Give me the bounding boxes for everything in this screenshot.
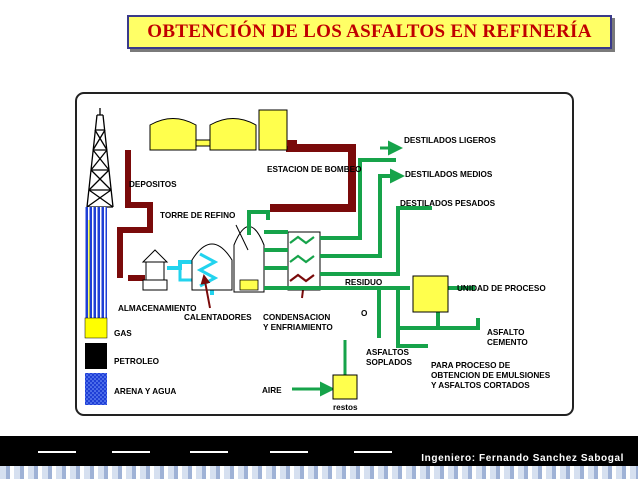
pump-pipe (270, 144, 356, 212)
footer-pattern-strip (0, 466, 638, 479)
label-condensacion-2: Y ENFRIAMIENTO (263, 323, 333, 332)
label-soplados-2: SOPLADOS (366, 358, 412, 367)
gas-layer (84, 317, 108, 339)
label-residuo: RESIDUO (345, 278, 383, 287)
well-striped-column (85, 207, 107, 318)
arena-agua-layer (85, 373, 107, 405)
label-torre-refino: TORRE DE REFINO (160, 211, 236, 220)
label-soplados-1: ASFALTOS (366, 348, 409, 357)
unidad-proceso-box (412, 275, 449, 313)
label-o: O (361, 309, 368, 318)
storage-tanks (149, 109, 297, 151)
label-restos: restos (333, 403, 358, 412)
label-almacenamiento: ALMACENAMIENTO (118, 304, 197, 313)
almacenamiento-tank (141, 249, 169, 291)
crude-pipe (117, 150, 153, 278)
road-dash (112, 451, 150, 453)
label-unidad-proceso: UNIDAD DE PROCESO (457, 284, 546, 293)
label-emulsiones-3: Y ASFALTOS CORTADOS (431, 381, 530, 390)
label-arena-agua: ARENA Y AGUA (114, 387, 176, 396)
label-depositos: DEPOSITOS (129, 180, 177, 189)
refinery-diagram: DEPOSITOS ESTACION DE BOMBEO TORRE DE RE… (75, 92, 574, 416)
label-gas: GAS (114, 329, 132, 338)
label-petroleo: PETROLEO (114, 357, 160, 366)
title-box: OBTENCIÓN DE LOS ASFALTOS EN REFINERÍA (127, 15, 612, 49)
label-estacion-bombeo: ESTACION DE BOMBEO (267, 165, 362, 174)
soplados-box (332, 374, 358, 400)
label-aire: AIRE (262, 386, 282, 395)
label-emulsiones-1: PARA PROCESO DE (431, 361, 511, 370)
label-destilados-medios: DESTILADOS MEDIOS (405, 170, 493, 179)
label-asfalto-2: CEMENTO (487, 338, 528, 347)
petroleo-layer (85, 343, 107, 369)
label-emulsiones-2: OBTENCION DE EMULSIONES (431, 371, 551, 380)
road-dash (354, 451, 392, 453)
label-condensacion-1: CONDENSACION (263, 313, 330, 322)
footer-author: Ingeniero: Fernando Sanchez Sabogal (421, 453, 624, 464)
derrick-icon (86, 108, 114, 208)
label-asfalto-1: ASFALTO (487, 328, 525, 337)
road-dash (190, 451, 228, 453)
page-title: OBTENCIÓN DE LOS ASFALTOS EN REFINERÍA (147, 21, 592, 42)
label-destilados-ligeros: DESTILADOS LIGEROS (404, 136, 496, 145)
road-dash (270, 451, 308, 453)
label-calentadores: CALENTADORES (184, 313, 252, 322)
label-destilados-pesados: DESTILADOS PESADOS (400, 199, 496, 208)
road-dash (38, 451, 76, 453)
